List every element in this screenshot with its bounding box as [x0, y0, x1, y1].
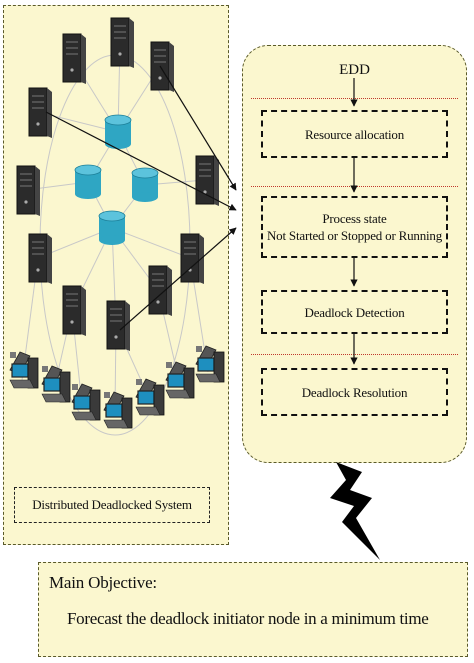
edd-panel: EDD Resource allocation Process state No… [242, 45, 467, 463]
main-objective-box: Main Objective: Forecast the deadlock in… [38, 562, 468, 657]
step-label: Deadlock Resolution [301, 384, 408, 400]
step-label: Deadlock Detection [304, 304, 405, 320]
step-sublabel: Not Started or Stopped or Running [266, 228, 443, 243]
lightning-bolt-icon [330, 462, 380, 560]
input-arrow [45, 111, 237, 211]
step-resource-allocation: Resource allocation [261, 110, 448, 158]
objective-text: Forecast the deadlock initiator node in … [67, 609, 429, 628]
input-arrow [159, 65, 237, 191]
objective-heading: Main Objective: [49, 573, 157, 592]
edd-title: EDD [339, 62, 370, 78]
input-arrow [119, 227, 237, 331]
step-label: Resource allocation [304, 126, 405, 142]
system-label: Distributed Deadlocked System [14, 487, 210, 523]
step-label: Process state [322, 211, 387, 226]
step-deadlock-resolution: Deadlock Resolution [261, 368, 448, 416]
step-deadlock-detection: Deadlock Detection [261, 290, 448, 334]
step-process-state: Process state Not Started or Stopped or … [261, 196, 448, 258]
